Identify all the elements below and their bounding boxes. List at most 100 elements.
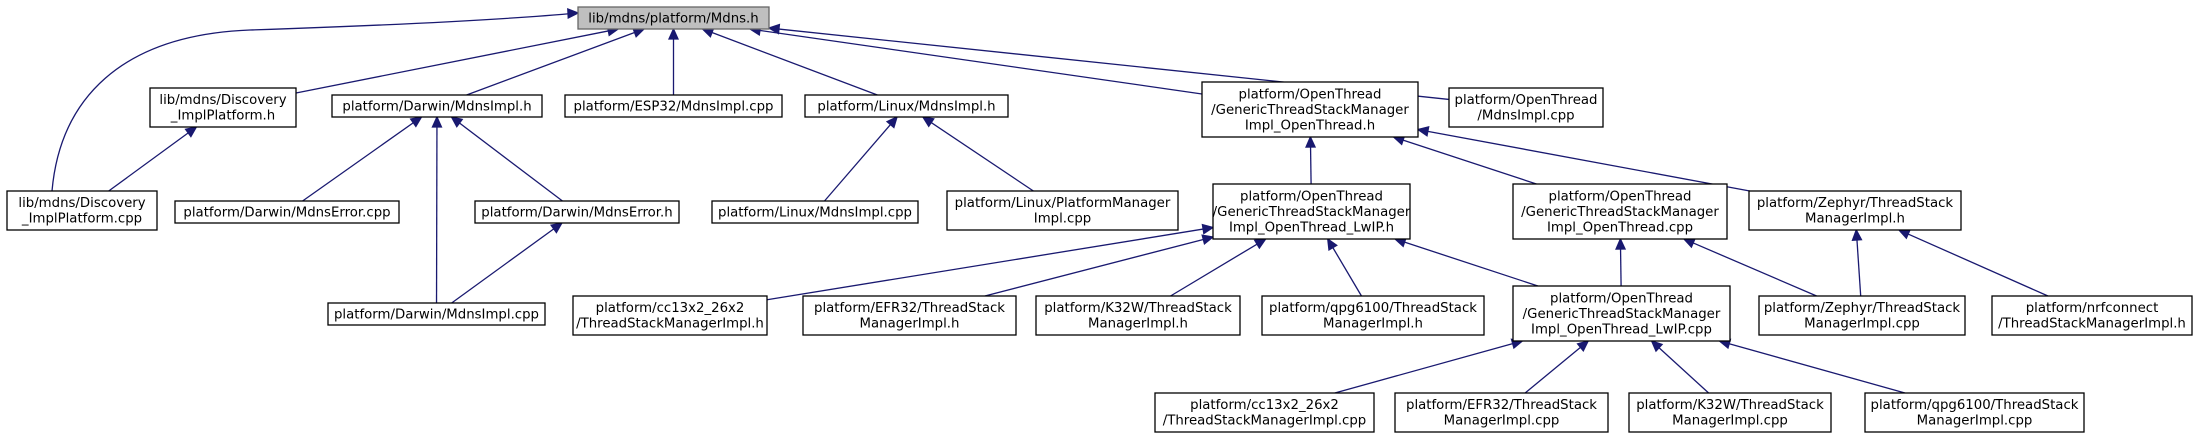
node-label-line: /ThreadStackManagerImpl.h — [576, 317, 764, 332]
node-box — [1628, 392, 1832, 433]
edge-line — [1334, 343, 1513, 394]
edge-line — [766, 228, 1204, 301]
edge-line — [1404, 241, 1539, 287]
node-label-line: lib/mdns/Discovery — [159, 93, 286, 108]
edge-n6-to-n5 — [451, 222, 564, 304]
node-label-line: platform/OpenThread — [1549, 189, 1692, 204]
arrowhead-icon — [1851, 228, 1863, 241]
file-node[interactable]: platform/Zephyr/ThreadStackManagerImpl.c… — [1758, 295, 1966, 336]
node-label-line: ManagerImpl.cpp — [1672, 414, 1788, 429]
file-node[interactable]: platform/Darwin/MdnsError.cpp — [174, 200, 400, 224]
file-node[interactable]: platform/EFR32/ThreadStackManagerImpl.h — [802, 295, 1017, 336]
node-label-line: platform/K32W/ThreadStack — [1636, 398, 1824, 413]
edge-line — [459, 122, 563, 202]
file-node[interactable]: platform/OpenThread/GenericThreadStackMa… — [1212, 183, 1411, 240]
file-node[interactable]: platform/ESP32/MdnsImpl.cpp — [564, 94, 783, 118]
node-label-line: platform/Linux/MdnsImpl.h — [817, 99, 995, 114]
edge-n18-to-n17 — [1334, 338, 1524, 394]
arrowhead-icon — [1201, 223, 1215, 235]
file-node[interactable]: platform/EFR32/ThreadStackManagerImpl.cp… — [1394, 392, 1609, 433]
edge-line — [1729, 343, 1906, 394]
arrowhead-icon — [1650, 339, 1664, 353]
file-node[interactable]: platform/K32W/ThreadStackManagerImpl.h — [1035, 295, 1241, 336]
arrowhead-icon — [1615, 237, 1627, 250]
edge-n3-to-n0 — [466, 27, 646, 96]
node-label-line: /GenericThreadStackManager — [1213, 205, 1411, 220]
node-label-line: platform/qpg6100/ThreadStack — [1871, 398, 2079, 413]
edge-line — [51, 12, 579, 192]
arrowhead-icon — [1682, 238, 1696, 249]
node-box — [1512, 183, 1728, 240]
node-label-line: platform/Darwin/MdnsImpl.h — [342, 99, 531, 114]
node-box — [577, 6, 770, 30]
arrowhead-icon — [450, 116, 464, 128]
node-label-line: platform/OpenThread — [1240, 189, 1383, 204]
node-box — [149, 87, 297, 128]
node-label-line: ManagerImpl.h — [860, 317, 960, 332]
node-label-line: platform/Linux/PlatformManager — [955, 196, 1171, 211]
node-label-line: Impl_OpenThread.h — [1245, 118, 1375, 133]
node-label-line: /ThreadStackManagerImpl.cpp — [1163, 414, 1367, 429]
node-label-line: /ThreadStackManagerImpl.h — [1998, 317, 2186, 332]
node-box — [564, 94, 783, 118]
edge-line — [302, 122, 414, 202]
arrowhead-icon — [409, 116, 423, 128]
file-node[interactable]: platform/OpenThread/GenericThreadStackMa… — [1512, 183, 1728, 240]
node-label-line: platform/Darwin/MdnsImpl.cpp — [334, 307, 539, 322]
file-node[interactable]: platform/Linux/MdnsImpl.h — [804, 94, 1009, 118]
node-label-line: /GenericThreadStackManager — [1523, 307, 1721, 322]
edge-n21-to-n17 — [1718, 338, 1906, 394]
node-label-line: platform/K32W/ThreadStack — [1044, 301, 1232, 316]
edge-n9-to-n8 — [824, 115, 899, 202]
file-node[interactable]: platform/nrfconnect/ThreadStackManagerIm… — [1991, 295, 2193, 336]
node-label-line: platform/EFR32/ThreadStack — [814, 301, 1005, 316]
node-box — [1758, 295, 1966, 336]
file-node[interactable]: platform/K32W/ThreadStackManagerImpl.cpp — [1628, 392, 1832, 433]
file-node[interactable]: platform/cc13x2_26x2/ThreadStackManagerI… — [572, 295, 768, 336]
file-node[interactable]: platform/OpenThread/MdnsImpl.cpp — [1448, 87, 1604, 128]
file-node[interactable]: platform/OpenThread/GenericThreadStackMa… — [1201, 81, 1419, 138]
node-label-line: platform/EFR32/ThreadStack — [1406, 398, 1597, 413]
edge-n17-to-n22 — [1615, 237, 1627, 287]
file-node[interactable]: platform/Darwin/MdnsImpl.cpp — [327, 302, 546, 326]
edge-n1-to-n2 — [108, 126, 198, 192]
edge-n4-to-n3 — [302, 116, 423, 202]
file-node[interactable]: platform/Darwin/MdnsImpl.h — [331, 94, 543, 118]
arrowhead-icon — [667, 27, 680, 40]
node-box — [327, 302, 546, 326]
edge-n7-to-n0 — [667, 27, 680, 95]
edge-line — [1309, 146, 1312, 185]
arrowhead-icon — [921, 116, 935, 128]
node-label-line: platform/Zephyr/ThreadStack — [1757, 196, 1954, 211]
file-node[interactable]: platform/qpg6100/ThreadStackManagerImpl.… — [1864, 392, 2085, 433]
arrowhead-icon — [1201, 234, 1215, 245]
edge-line — [466, 31, 635, 96]
file-node[interactable]: platform/Zephyr/ThreadStackManagerImpl.h — [1748, 190, 1962, 231]
edge-n20-to-n17 — [1650, 339, 1710, 394]
file-node[interactable]: platform/qpg6100/ThreadStackManagerImpl.… — [1261, 295, 1485, 336]
node-label-line: ManagerImpl.h — [1088, 317, 1188, 332]
node-label-line: Impl_OpenThread_LwIP.h — [1229, 220, 1394, 235]
edge-n16-to-n12 — [1326, 237, 1363, 297]
file-node[interactable]: platform/OpenThread/GenericThreadStackMa… — [1512, 285, 1731, 342]
edge-n25-to-n24 — [1897, 229, 2049, 297]
file-node[interactable]: lib/mdns/Discovery_ImplPlatform.cpp — [6, 190, 158, 231]
node-box — [1212, 183, 1411, 240]
edge-n15-to-n12 — [1170, 238, 1267, 297]
node-box — [804, 94, 1009, 118]
edge-n6-to-n3 — [431, 115, 443, 304]
edge-line — [295, 30, 609, 94]
file-node[interactable]: platform/Linux/MdnsImpl.cpp — [711, 200, 919, 224]
file-node[interactable]: lib/mdns/Discovery_ImplPlatform.h — [149, 87, 297, 128]
node-box — [1035, 295, 1241, 336]
edge-line — [824, 124, 891, 202]
edge-n12-to-n11 — [1305, 135, 1317, 185]
edge-n22-to-n11 — [1392, 135, 1537, 185]
node-layer: lib/mdns/platform/Mdns.hlib/mdns/Discove… — [6, 6, 2193, 433]
node-label-line: platform/OpenThread — [1550, 291, 1693, 306]
arrowhead-icon — [1326, 237, 1338, 251]
file-node[interactable]: platform/cc13x2_26x2/ThreadStackManagerI… — [1154, 392, 1375, 433]
file-node[interactable]: platform/Darwin/MdnsError.h — [474, 200, 680, 224]
node-label-line: platform/qpg6100/ThreadStack — [1269, 301, 1477, 316]
